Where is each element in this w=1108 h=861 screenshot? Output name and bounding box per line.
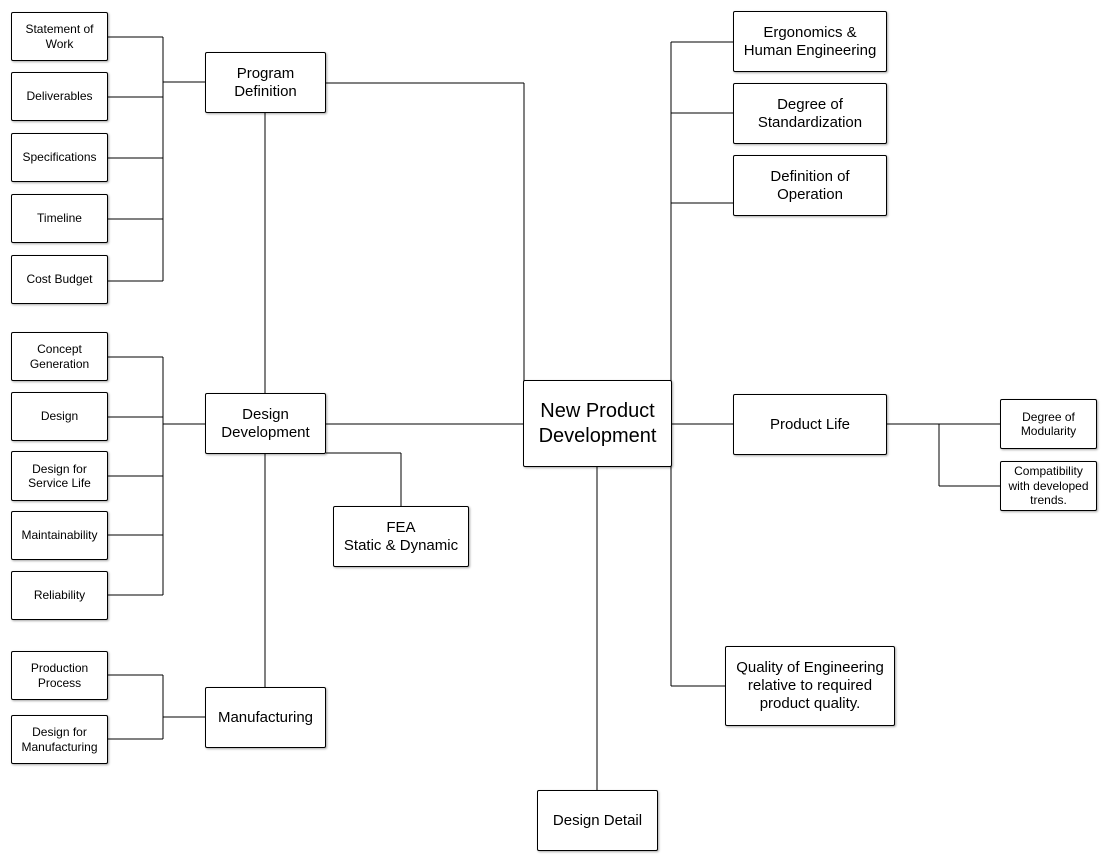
program-definition-label: Program Definition <box>234 64 297 100</box>
design-development-label: Design Development <box>221 405 310 441</box>
product-life-label: Product Life <box>769 415 851 433</box>
definition-of-operation-label: Definition of Operation <box>770 167 850 203</box>
new-product-development-box: New Product Development <box>523 380 672 467</box>
product-life-box: Product Life <box>733 394 887 455</box>
quality-of-engineering-label: Quality of Engineering relative to requi… <box>736 659 884 712</box>
timeline-box: Timeline <box>11 194 108 243</box>
program-definition-box: Program Definition <box>205 52 326 113</box>
manufacturing-label: Manufacturing <box>217 708 314 726</box>
new-product-development-label: New Product Development <box>538 399 657 447</box>
timeline-label: Timeline <box>37 211 82 226</box>
design-label: Design <box>40 409 79 424</box>
design-development-box: Design Development <box>205 393 326 454</box>
definition-of-operation-box: Definition of Operation <box>733 155 887 216</box>
deliverables-label: Deliverables <box>26 89 93 104</box>
production-process-box: Production Process <box>11 651 108 700</box>
statement-of-work-label: Statement of Work <box>25 22 94 51</box>
ergonomics-label: Ergonomics & Human Engineering <box>743 23 877 59</box>
statement-of-work-box: Statement of Work <box>11 12 108 61</box>
concept-generation-label: Concept Generation <box>29 342 90 371</box>
maintainability-label: Maintainability <box>21 528 98 543</box>
cost-budget-label: Cost Budget <box>26 272 93 287</box>
design-for-service-life-label: Design for Service Life <box>28 461 91 490</box>
design-detail-label: Design Detail <box>552 811 643 829</box>
fea-label: FEA Static & Dynamic <box>343 518 459 554</box>
reliability-box: Reliability <box>11 571 108 620</box>
deliverables-box: Deliverables <box>11 72 108 121</box>
design-for-manufacturing-label: Design for Manufacturing <box>21 725 98 754</box>
degree-of-modularity-box: Degree of Modularity <box>1000 399 1097 449</box>
design-for-manufacturing-box: Design for Manufacturing <box>11 715 108 764</box>
reliability-label: Reliability <box>33 588 86 603</box>
ergonomics-box: Ergonomics & Human Engineering <box>733 11 887 72</box>
compatibility-label: Compatibility with developed trends. <box>1008 464 1089 508</box>
specifications-box: Specifications <box>11 133 108 182</box>
degree-of-modularity-label: Degree of Modularity <box>1020 409 1077 438</box>
design-for-service-life-box: Design for Service Life <box>11 451 108 501</box>
fea-box: FEA Static & Dynamic <box>333 506 469 567</box>
design-box: Design <box>11 392 108 441</box>
standardization-box: Degree of Standardization <box>733 83 887 144</box>
production-process-label: Production Process <box>30 661 89 690</box>
cost-budget-box: Cost Budget <box>11 255 108 304</box>
compatibility-box: Compatibility with developed trends. <box>1000 461 1097 511</box>
quality-of-engineering-box: Quality of Engineering relative to requi… <box>725 646 895 726</box>
maintainability-box: Maintainability <box>11 511 108 560</box>
standardization-label: Degree of Standardization <box>757 95 863 131</box>
specifications-label: Specifications <box>22 150 97 165</box>
design-detail-box: Design Detail <box>537 790 658 851</box>
concept-generation-box: Concept Generation <box>11 332 108 381</box>
manufacturing-box: Manufacturing <box>205 687 326 748</box>
